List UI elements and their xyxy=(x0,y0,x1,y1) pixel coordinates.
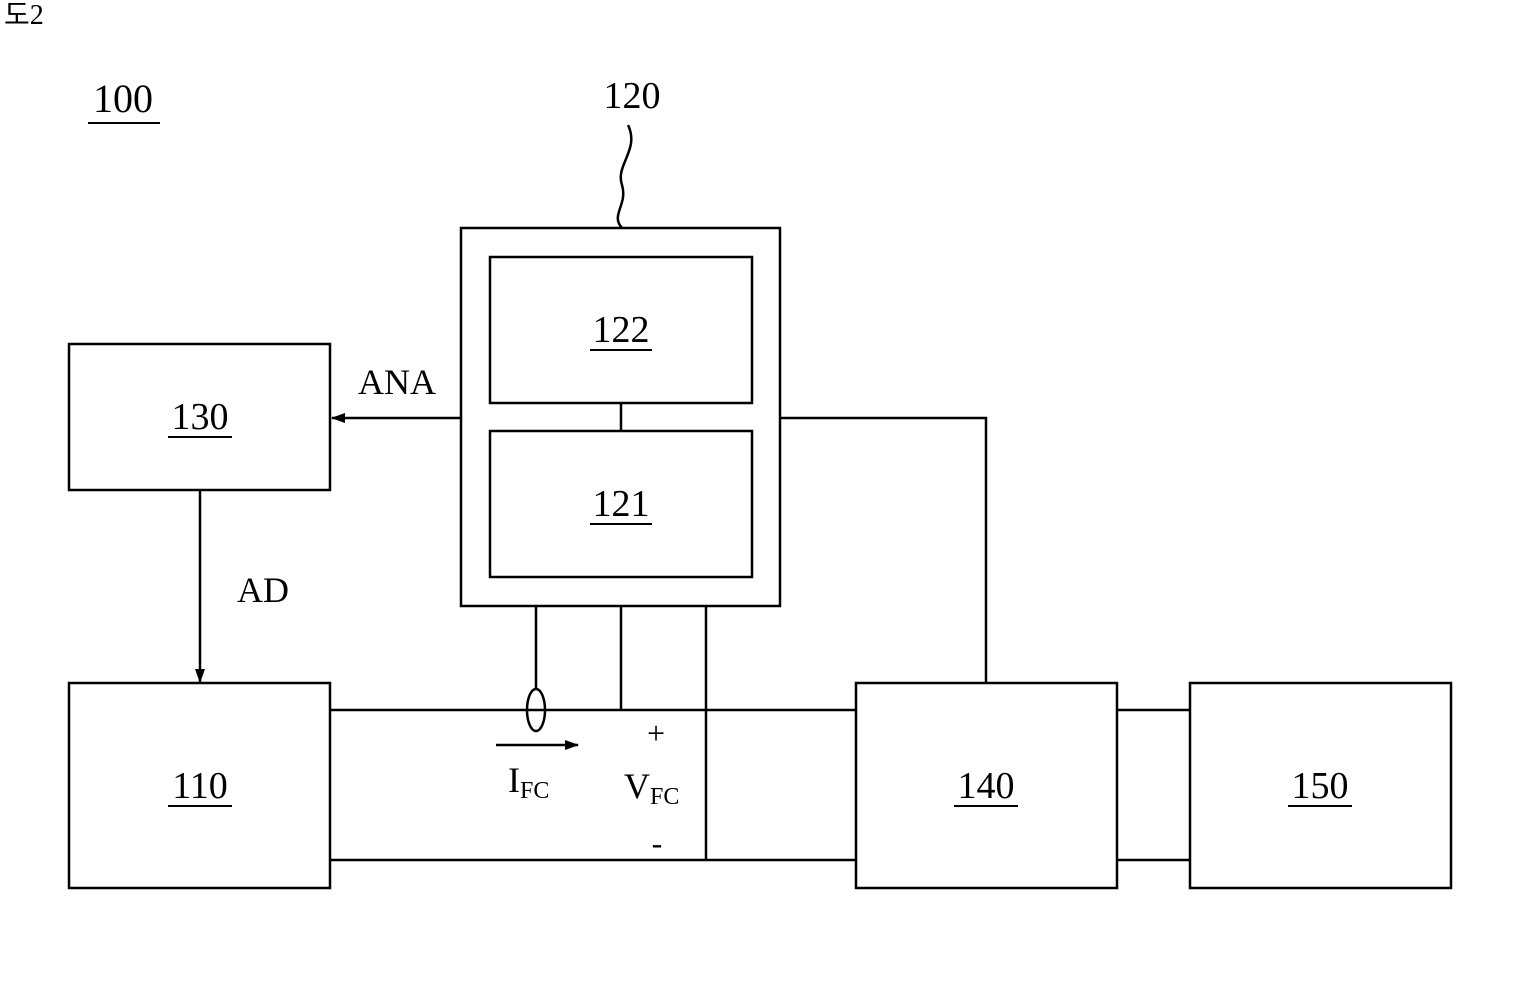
ad-signal-label: AD xyxy=(237,570,289,610)
ana-signal-label: ANA xyxy=(358,362,436,402)
voltage-plus-sign: + xyxy=(647,715,665,751)
figure-label: 도2 xyxy=(4,0,44,31)
block-120-leader xyxy=(618,125,632,228)
block-140-label: 140 xyxy=(958,765,1015,807)
system-ref-label: 100 xyxy=(93,76,153,121)
block-120-label: 120 xyxy=(604,75,661,117)
voltage-label: VFC xyxy=(624,766,679,810)
block-110-label: 110 xyxy=(172,765,228,807)
block-130-label: 130 xyxy=(172,396,229,438)
block-121-label: 121 xyxy=(593,483,650,525)
current-label: IFC xyxy=(508,760,549,804)
voltage-minus-sign: - xyxy=(652,825,663,861)
control-line-120-140 xyxy=(780,418,986,683)
block-150-label: 150 xyxy=(1292,765,1349,807)
block-122-label: 122 xyxy=(593,309,650,351)
